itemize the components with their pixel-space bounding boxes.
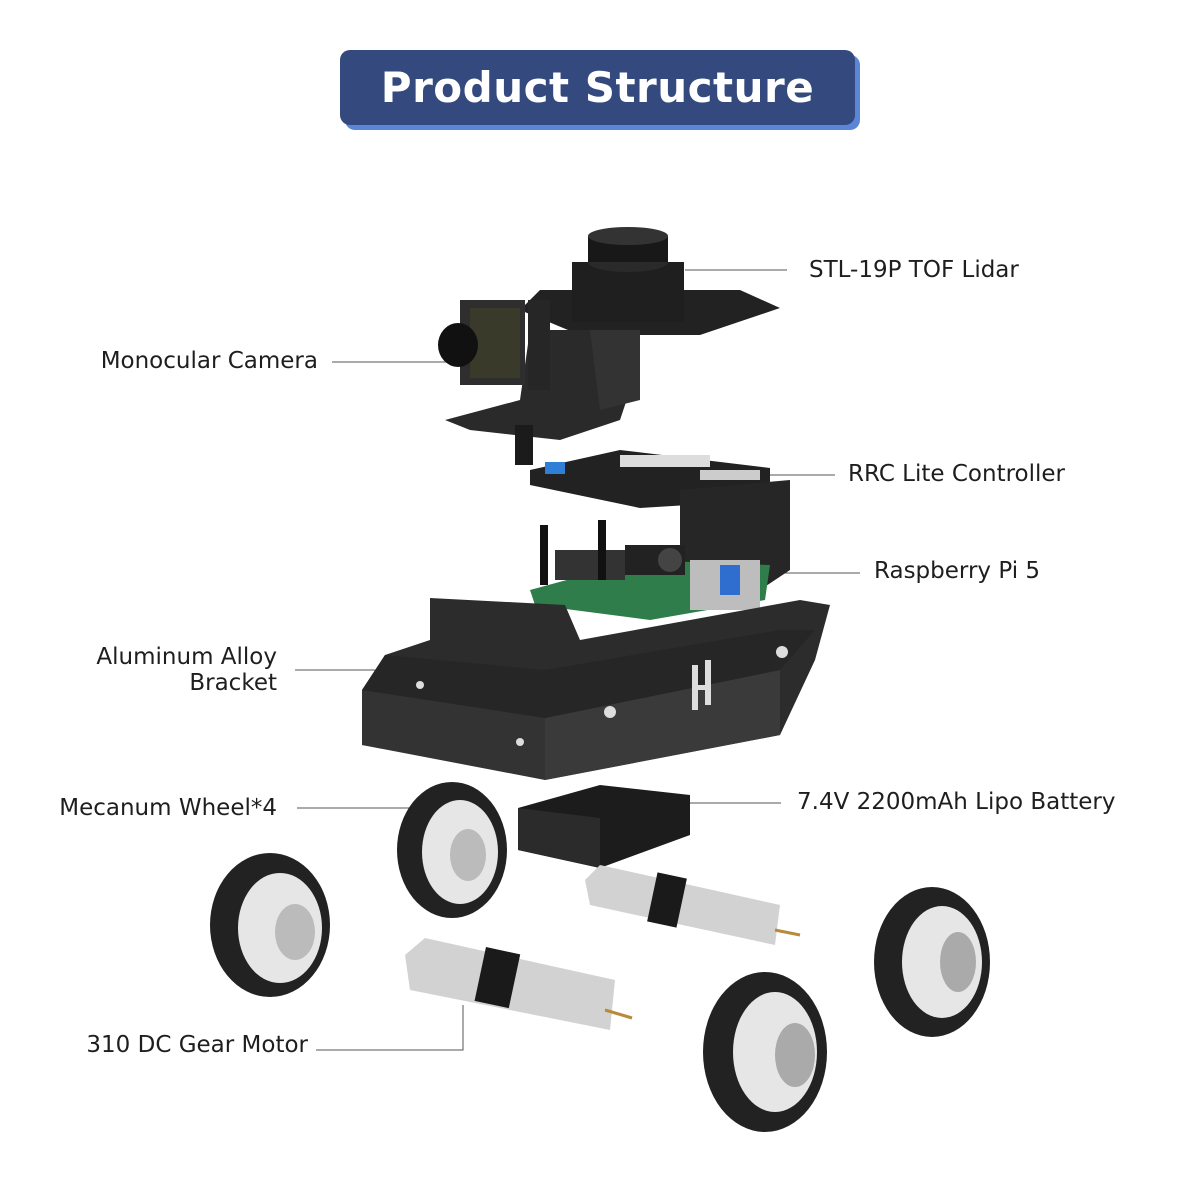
leader-lines [295,269,860,1051]
label-motor: 310 DC Gear Motor [86,1032,308,1058]
page-title: Product Structure [340,50,855,125]
raspberry-pi [530,520,770,620]
label-bracket-line1: Aluminum Alloy [96,644,277,670]
label-lidar: STL-19P TOF Lidar [809,257,1019,283]
gear-motor-1 [585,865,801,945]
mecanum-wheel-2 [210,853,330,997]
label-camera: Monocular Camera [100,348,318,374]
label-raspberry-pi: Raspberry Pi 5 [874,558,1041,584]
chassis [362,598,830,780]
label-battery: 7.4V 2200mAh Lipo Battery [797,789,1116,815]
label-bracket-line2: Bracket [189,670,277,696]
mecanum-wheel-4 [703,972,827,1132]
gear-motor-2 [405,938,633,1030]
label-wheel: Mecanum Wheel*4 [59,795,277,821]
battery-icon [518,785,690,868]
label-controller: RRC Lite Controller [848,461,1066,487]
mecanum-wheel-3 [874,887,990,1037]
camera-icon [438,300,550,390]
lidar-icon [572,227,684,322]
mecanum-wheel-1 [397,782,507,918]
motor-leader [316,1005,464,1051]
